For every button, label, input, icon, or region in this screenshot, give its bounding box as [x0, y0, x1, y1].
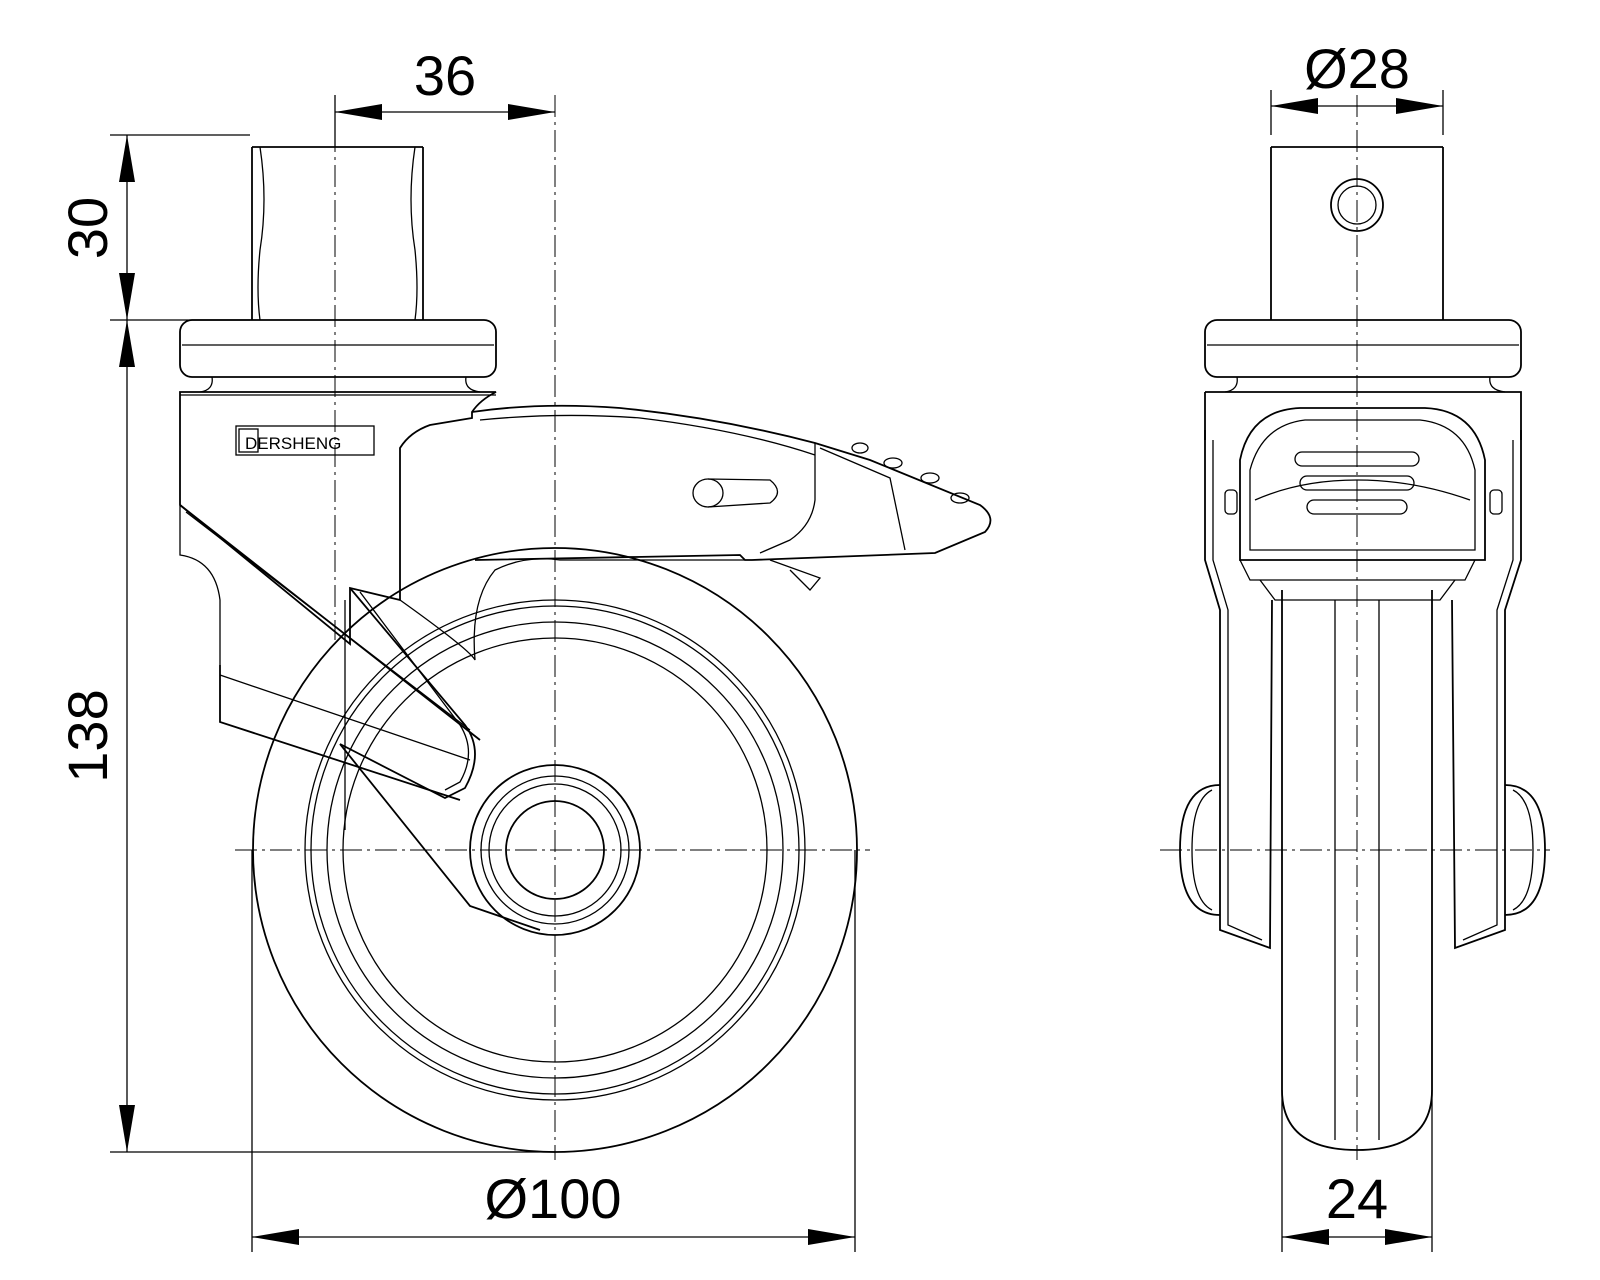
brand-logo-box	[235, 425, 375, 456]
stem-hole	[1330, 178, 1384, 232]
brand-logo-mark	[238, 428, 259, 453]
side-view: DERSHENG	[179, 95, 992, 1160]
brake-slot-1	[1294, 451, 1420, 467]
dim-height-label: 138	[56, 689, 119, 782]
side-wheel	[252, 547, 858, 1153]
dimension-lines: 36 30 138 Ø100 Ø28 24	[56, 37, 1444, 1252]
side-stem	[251, 146, 424, 321]
brake-slot-3	[1306, 499, 1408, 515]
front-wheel	[1281, 590, 1433, 1151]
dim-stem-length-label: 30	[56, 197, 119, 259]
front-stem	[1270, 146, 1444, 320]
dim-wheel-width-label: 24	[1326, 1167, 1388, 1230]
hub-outer	[469, 764, 641, 936]
dim-offset-label: 36	[414, 44, 476, 107]
axle-bore	[505, 800, 605, 900]
brake-pin	[692, 478, 724, 508]
front-fork	[1204, 407, 1522, 950]
front-top-plate	[1204, 319, 1522, 440]
side-top-plate	[179, 319, 497, 393]
dim-stem-diameter-label: Ø28	[1304, 37, 1410, 100]
brand-label: DERSHENG	[245, 434, 341, 453]
side-housing: DERSHENG	[179, 391, 745, 931]
front-view	[1160, 95, 1550, 1160]
brake-pedal	[471, 404, 992, 591]
brake-slot-2	[1299, 475, 1415, 491]
axle-caps	[1179, 784, 1546, 916]
dim-wheel-diameter-label: Ø100	[485, 1167, 622, 1230]
